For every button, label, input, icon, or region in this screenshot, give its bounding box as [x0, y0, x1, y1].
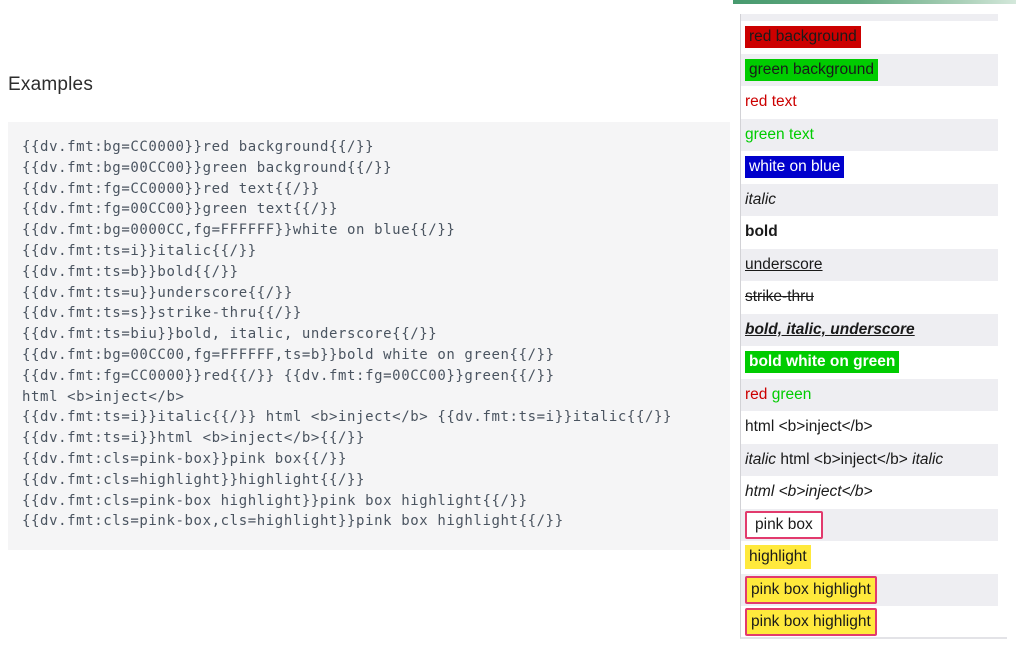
preview-row-text: bold, italic, underscore — [745, 320, 915, 338]
code-block: {{dv.fmt:bg=CC0000}}red background{{/}} … — [8, 122, 730, 550]
preview-row-text: red text — [745, 93, 797, 111]
preview-row: red text — [741, 86, 998, 119]
preview-row: strike-thru — [741, 281, 998, 314]
preview-row: bold white on green — [741, 346, 998, 379]
preview-row: pink box — [741, 508, 998, 541]
preview-row-text: html <b>inject</b> — [745, 418, 873, 436]
preview-row-text: white on blue — [745, 156, 845, 179]
preview-row: green text — [741, 118, 998, 151]
preview-row-text: green background — [745, 58, 878, 81]
examples-heading: Examples — [8, 74, 94, 95]
preview-row: html <b>inject</b> — [741, 411, 998, 444]
preview-row-text: pink box highlight — [745, 575, 877, 604]
preview-row: html <b>inject</b> — [741, 476, 998, 509]
preview-row-text: red — [745, 385, 768, 403]
preview-row-text: pink box highlight — [745, 608, 877, 637]
preview-row: pink box highlight — [741, 606, 998, 639]
preview-row-text: bold — [745, 223, 778, 241]
preview-row: white on blue — [741, 151, 998, 184]
preview-row-text: italic — [912, 450, 944, 468]
preview-row: red background — [741, 21, 998, 54]
preview-row: bold, italic, underscore — [741, 313, 998, 346]
preview-row-text: red background — [745, 26, 861, 49]
top-accent-bar — [733, 0, 1016, 4]
preview-row-text: html <b>inject</b> — [776, 450, 913, 468]
preview-row: pink box highlight — [741, 573, 998, 606]
preview-row: bold — [741, 216, 998, 249]
partial-row-sliver — [741, 14, 998, 21]
preview-row: italic — [741, 183, 998, 216]
preview-row: red green — [741, 378, 998, 411]
preview-pane: red background green background red text gr… — [740, 14, 1007, 639]
preview-row: highlight — [741, 541, 998, 574]
preview-row-text: italic — [745, 450, 777, 468]
preview-row-text: pink box — [745, 510, 823, 539]
preview-row-text: underscore — [745, 255, 823, 273]
preview-row-text: html <b>inject</b> — [745, 483, 873, 501]
preview-row-text: highlight — [745, 545, 811, 570]
preview-row: underscore — [741, 248, 998, 281]
preview-row-text: bold white on green — [745, 351, 900, 374]
preview-row-text: green — [771, 385, 812, 403]
preview-row-text: strike-thru — [745, 288, 814, 306]
preview-rows-container: red background green background red text gr… — [741, 21, 1007, 639]
preview-row: italic html <b>inject</b> italic — [741, 443, 998, 476]
preview-row-text: italic — [745, 190, 777, 208]
preview-row: green background — [741, 53, 998, 86]
preview-row-text: green text — [745, 125, 814, 143]
